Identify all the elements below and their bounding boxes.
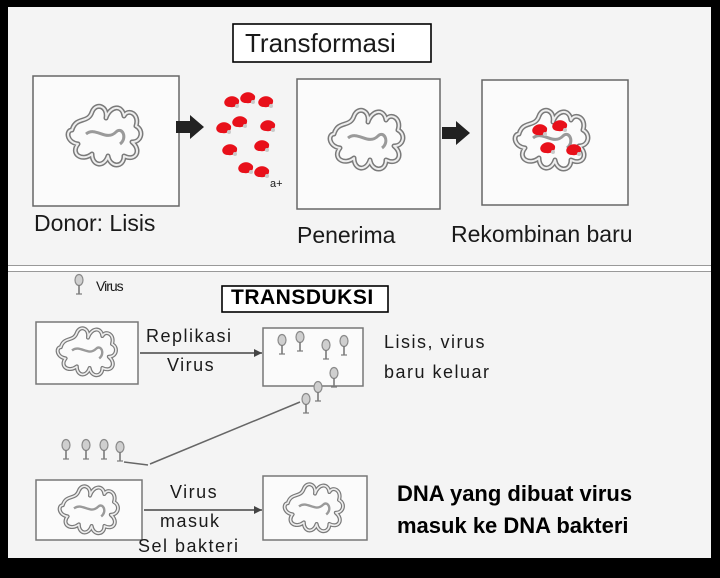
result-label-1: DNA yang dibuat virus bbox=[397, 481, 633, 506]
recipient-cell bbox=[296, 78, 441, 210]
lysis-label-2: baru keluar bbox=[384, 362, 491, 382]
lysis-label-1: Lisis, virus bbox=[384, 332, 487, 352]
entry-label-1: Virus bbox=[170, 482, 219, 502]
lysing-cell bbox=[262, 327, 364, 387]
transformation-title: Transformasi bbox=[245, 28, 396, 58]
result-label-2: masuk ke DNA bakteri bbox=[397, 513, 629, 538]
transformation-title-box bbox=[232, 23, 432, 63]
recombinant-cell bbox=[481, 79, 629, 206]
recipient-label: Penerima bbox=[297, 222, 396, 248]
virus-path-line bbox=[149, 401, 301, 465]
entry-label-3: Sel bakteri bbox=[138, 536, 240, 556]
virus-legend-label: Virus bbox=[96, 278, 124, 294]
entry-label-2: masuk bbox=[160, 511, 221, 531]
transduction-title-box bbox=[221, 285, 389, 313]
donor-label: Donor: Lisis bbox=[34, 210, 156, 236]
panel-divider bbox=[8, 265, 711, 272]
replication-label-2: Virus bbox=[167, 355, 216, 375]
transduction-title: TRANSDUKSI bbox=[231, 286, 374, 309]
recombinant-label: Rekombinan baru bbox=[451, 221, 633, 247]
replication-label-1: Replikasi bbox=[146, 326, 233, 346]
fragment-marker: a+ bbox=[270, 178, 283, 190]
donor-cell bbox=[32, 75, 180, 207]
